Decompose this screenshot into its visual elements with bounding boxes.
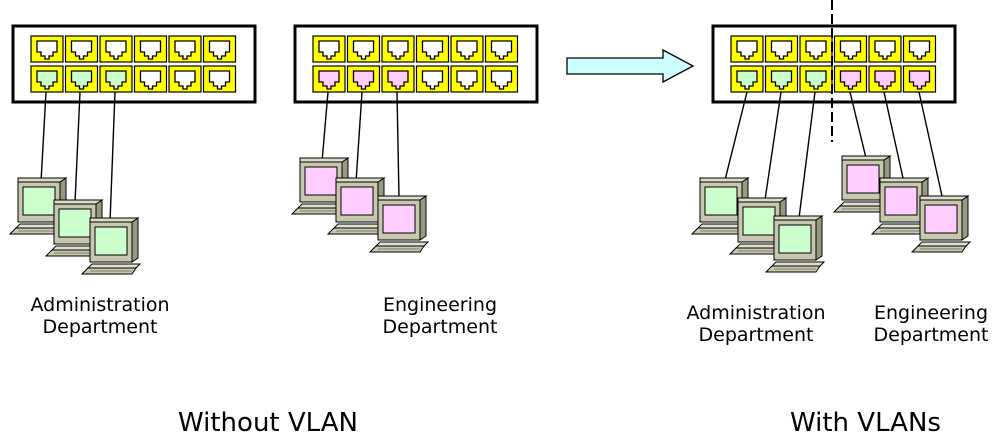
ethernet-port-icon — [730, 35, 764, 63]
engineering-computer-icon — [870, 177, 932, 235]
caption-with-vlans: With VLANs — [790, 408, 941, 438]
network-cable — [396, 91, 400, 199]
ethernet-port-icon — [450, 65, 484, 93]
ethernet-port-icon — [312, 35, 346, 63]
admin-computer-icon — [728, 197, 790, 255]
ethernet-port-icon — [415, 35, 450, 63]
ethernet-port-icon — [133, 35, 168, 63]
engineering-computer-icon — [368, 195, 430, 253]
ethernet-port-icon — [868, 65, 902, 93]
ethernet-port-icon — [833, 65, 868, 93]
vlan-switch-icon — [711, 24, 957, 104]
ethernet-port-icon — [168, 65, 202, 93]
network-cable — [849, 91, 867, 159]
network-cable — [764, 91, 782, 201]
engineering-computer-icon — [910, 195, 972, 253]
ethernet-port-icon — [30, 65, 64, 93]
ethernet-port-icon — [99, 35, 133, 63]
network-cable — [74, 91, 81, 204]
ethernet-port-icon — [764, 65, 799, 93]
engineering-computer-icon — [326, 177, 388, 235]
ethernet-port-icon — [381, 65, 415, 93]
admin-computer-icon — [80, 217, 142, 275]
ethernet-port-icon — [833, 35, 868, 63]
admin-computer-icon — [44, 199, 106, 257]
ethernet-port-icon — [484, 35, 519, 63]
ethernet-port-icon — [133, 65, 168, 93]
network-cable — [109, 91, 116, 223]
network-cable — [798, 91, 816, 219]
engineering-switch-icon — [293, 24, 539, 104]
admin-switch-icon — [11, 24, 257, 104]
engineering-computer-icon — [290, 157, 352, 215]
ethernet-port-icon — [730, 65, 764, 93]
network-cable — [724, 91, 748, 181]
ethernet-port-icon — [450, 35, 484, 63]
ethernet-port-icon — [902, 65, 937, 93]
ethernet-port-icon — [868, 35, 902, 63]
ethernet-port-icon — [484, 65, 519, 93]
ethernet-port-icon — [381, 35, 415, 63]
arrow-right-icon — [566, 48, 695, 84]
ethernet-port-icon — [64, 65, 99, 93]
ethernet-port-icon — [64, 35, 99, 63]
network-cable — [883, 91, 904, 179]
ethernet-port-icon — [346, 65, 381, 93]
ethernet-port-icon — [799, 35, 833, 63]
ethernet-port-icon — [799, 65, 833, 93]
network-cable — [918, 91, 943, 197]
ethernet-port-icon — [764, 35, 799, 63]
network-cable — [40, 91, 47, 183]
ethernet-port-icon — [168, 35, 202, 63]
ethernet-port-icon — [902, 35, 937, 63]
network-cable — [355, 91, 363, 183]
ethernet-port-icon — [202, 65, 237, 93]
admin-computer-icon — [764, 215, 826, 273]
ethernet-port-icon — [415, 65, 450, 93]
ethernet-port-icon — [30, 35, 64, 63]
ethernet-port-icon — [312, 65, 346, 93]
ethernet-port-icon — [346, 35, 381, 63]
ethernet-port-icon — [202, 35, 237, 63]
caption-without-vlan: Without VLAN — [178, 408, 358, 438]
admin-computer-icon — [690, 177, 752, 235]
network-cable — [321, 91, 329, 163]
ethernet-port-icon — [99, 65, 133, 93]
